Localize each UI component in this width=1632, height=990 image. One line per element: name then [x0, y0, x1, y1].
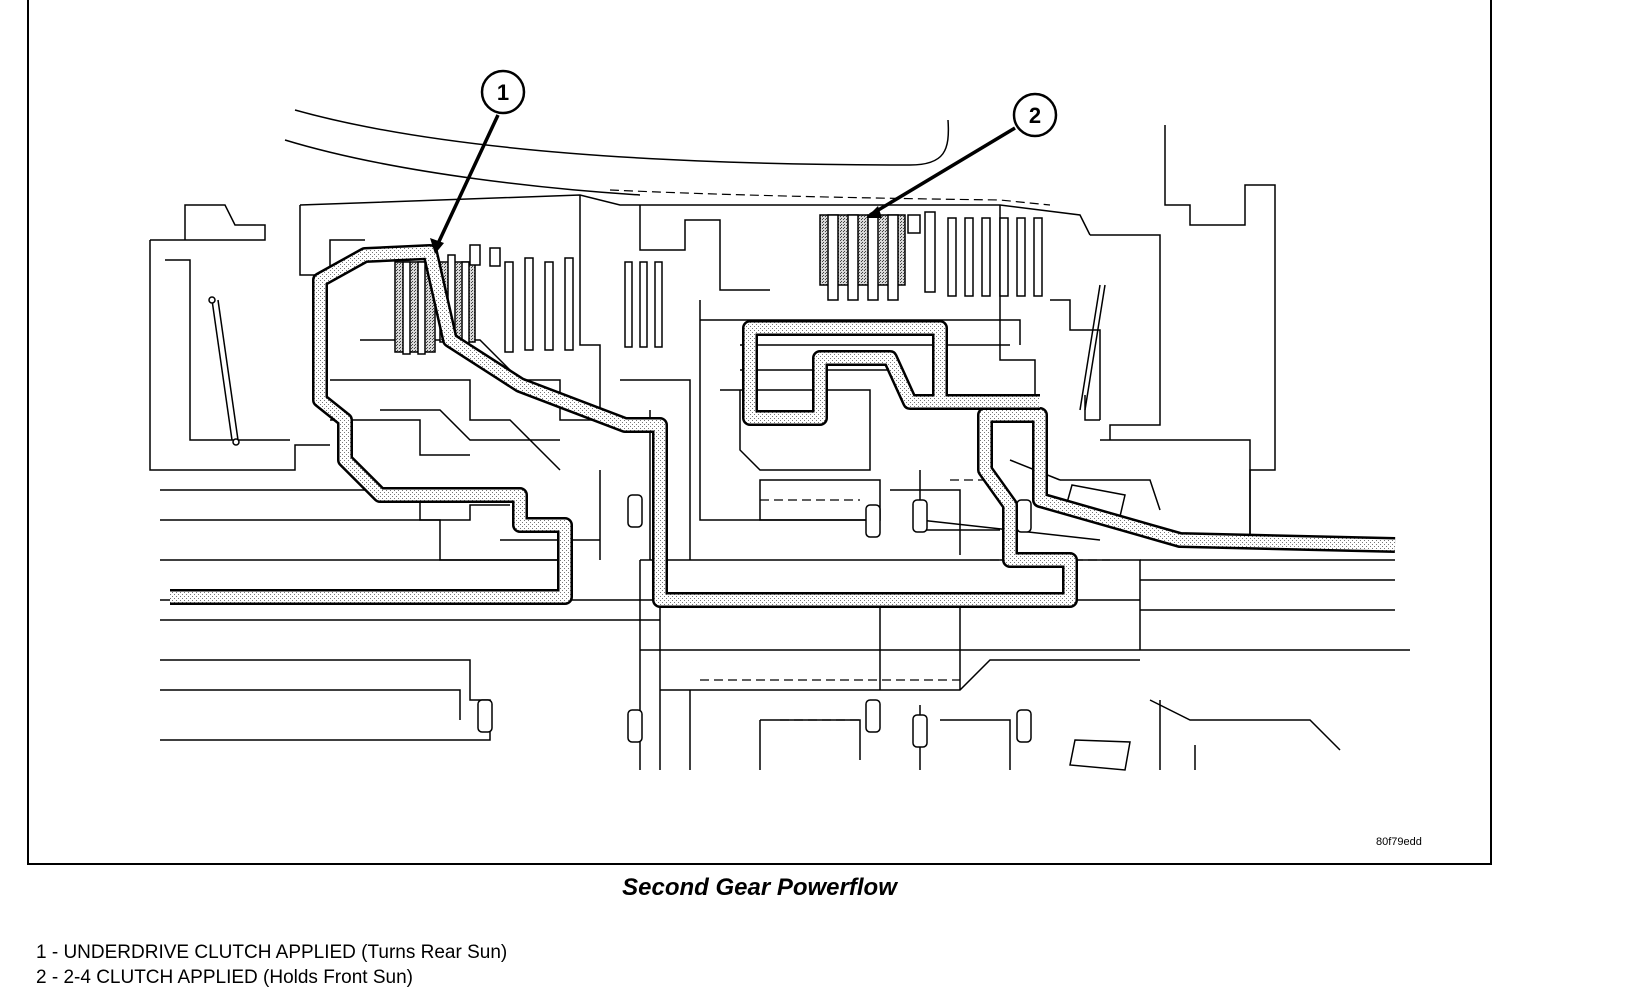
figure-id-code: 80f79edd [1376, 836, 1422, 848]
housing-outline [149, 109, 1410, 770]
callout-1: 1 [430, 69, 526, 254]
callout-1-number: 1 [497, 80, 509, 105]
legend-item-1: 1 - UNDERDRIVE CLUTCH APPLIED (Turns Rea… [36, 942, 508, 963]
legend: 1 - UNDERDRIVE CLUTCH APPLIED (Turns Rea… [36, 940, 507, 990]
powerflow-path-output [742, 320, 1040, 426]
powerflow-path-input [170, 244, 1396, 608]
callout-2: 2 [866, 92, 1058, 218]
figure-frame [27, 0, 1492, 865]
two-four-clutch-pack [819, 211, 936, 301]
bushings [477, 494, 1032, 748]
callout-2-number: 2 [1029, 103, 1041, 128]
return-springs [208, 284, 1106, 446]
figure-caption: Second Gear Powerflow [622, 874, 897, 901]
clutch-plates-right [947, 217, 1043, 297]
clutch-plates-left [504, 257, 663, 353]
powerflow-paths [170, 244, 1396, 608]
